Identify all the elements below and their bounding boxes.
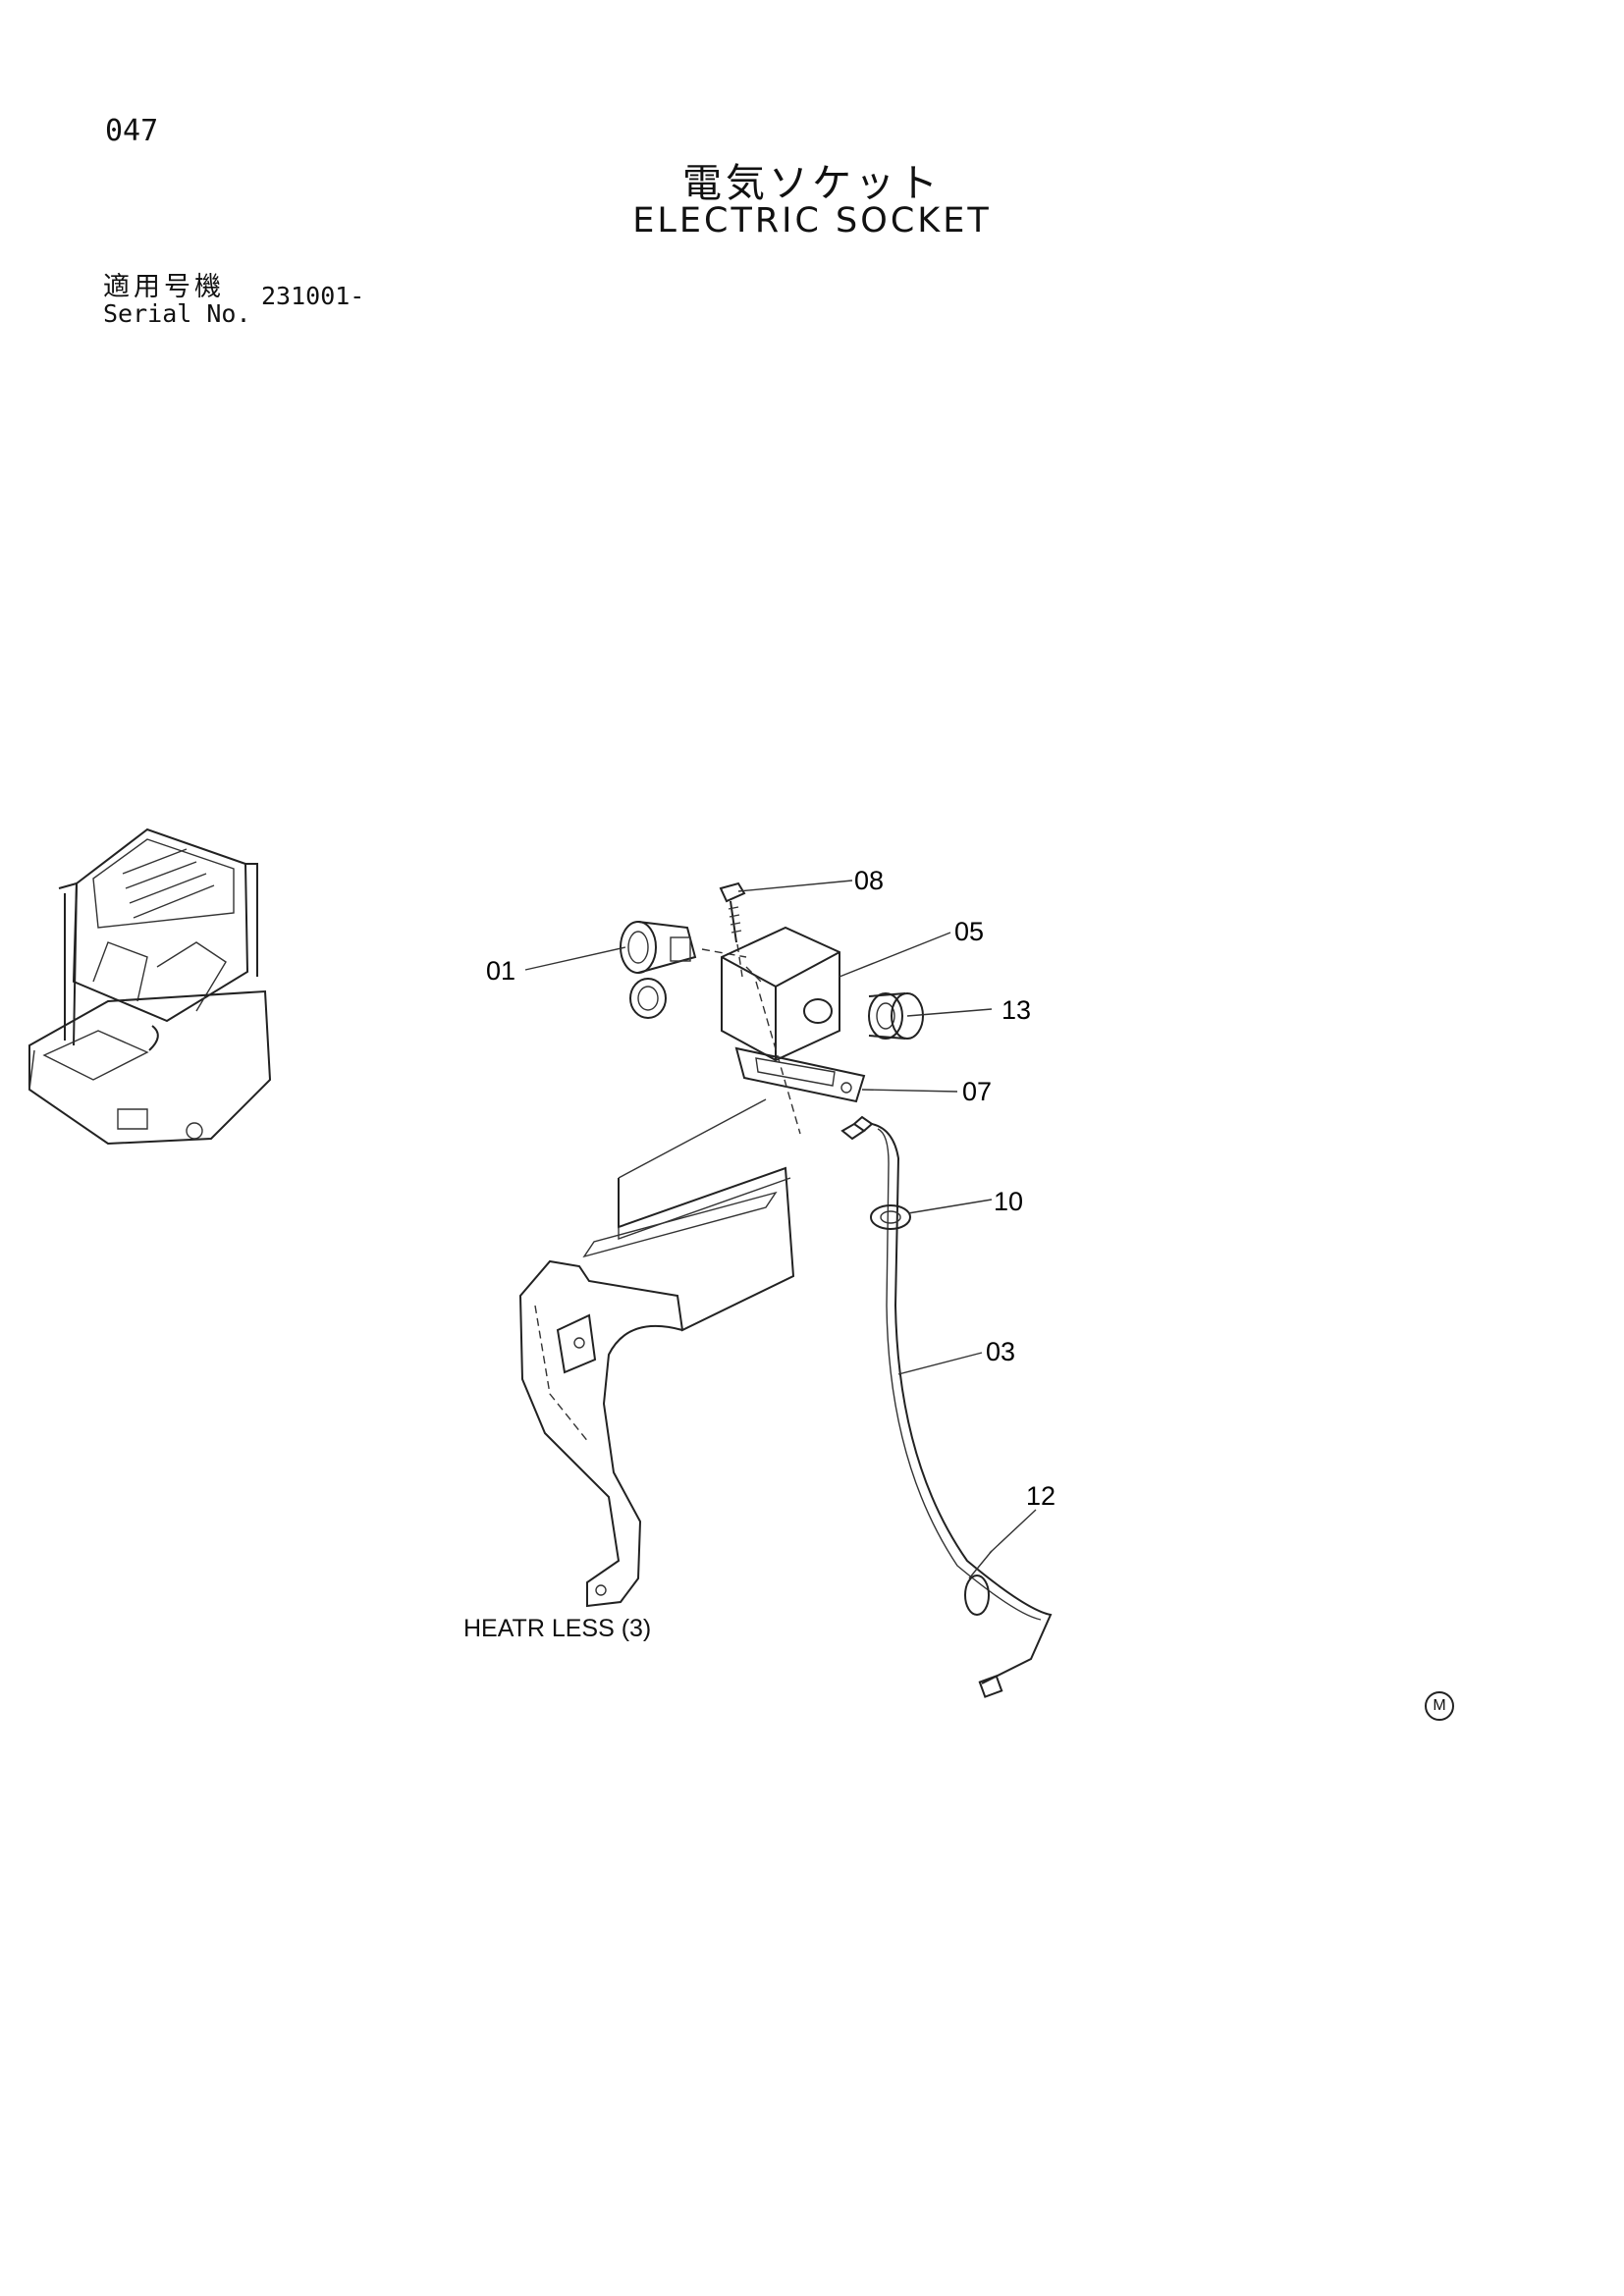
callout-12: 12 [1026, 1481, 1056, 1511]
callout-13: 13 [1001, 995, 1031, 1025]
machine-location-thumbnail [28, 828, 272, 1146]
title-japanese: 電気ソケット [682, 161, 942, 206]
callout-07: 07 [962, 1077, 992, 1106]
serial-label-english: Serial No. [103, 299, 251, 328]
serial-number-value: 231001- [261, 282, 365, 310]
socket-part-01 [620, 921, 747, 1019]
m-symbol: M [1425, 1691, 1454, 1721]
serial-label-japanese: 適用号機 [103, 272, 225, 302]
callout-01: 01 [486, 956, 515, 986]
plate-part-07 [734, 981, 866, 1135]
title-english: ELECTRIC SOCKET [632, 201, 992, 240]
page-number: 047 [105, 114, 159, 148]
callout-10: 10 [994, 1187, 1023, 1216]
harness-part-03 [840, 1115, 1053, 1698]
leader-lines [524, 880, 1037, 1554]
callout-08: 08 [854, 866, 884, 895]
callout-03: 03 [986, 1337, 1015, 1366]
bracket-part-05 [721, 926, 840, 1062]
grommet-part-13 [868, 992, 924, 1040]
callout-05: 05 [954, 917, 984, 946]
duct-part-heater-less [518, 1098, 795, 1608]
heater-less-note: HEATR LESS (3) [463, 1615, 652, 1642]
